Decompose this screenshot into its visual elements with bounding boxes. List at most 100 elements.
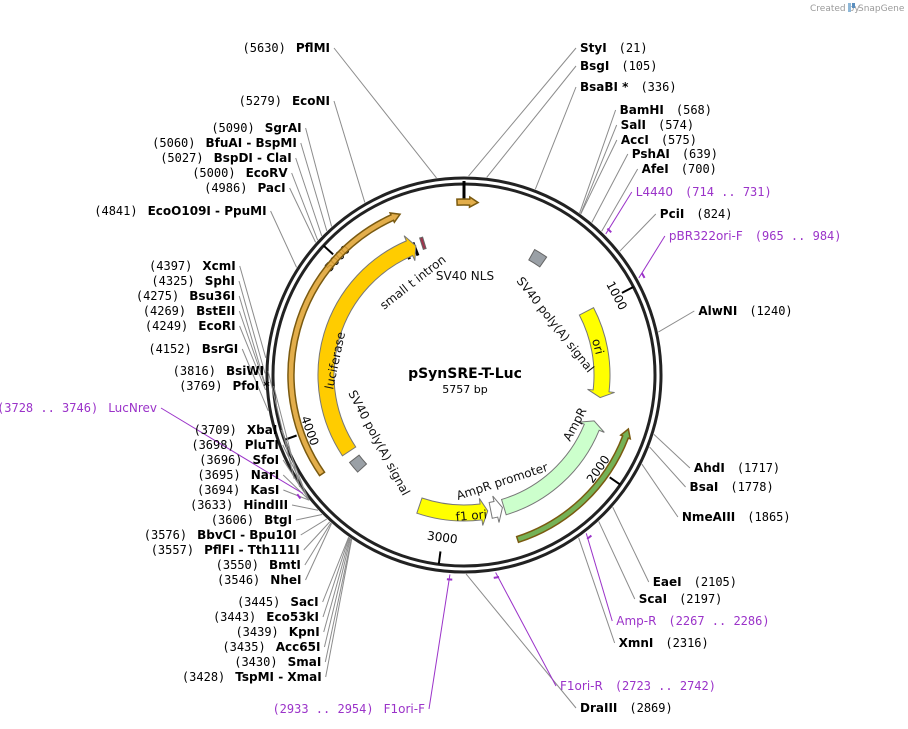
site-pflfi-tth111i[interactable]: PflFI - Tth111I(3557): [151, 543, 300, 557]
site-bsu36i[interactable]: Bsu36I(4275): [136, 289, 235, 303]
sv40-polya-bottom-label: SV40 poly(A) signal: [345, 388, 412, 498]
site-bsteii[interactable]: BstEII(4269): [143, 304, 236, 318]
leader-line: [300, 142, 328, 231]
site-nhei[interactable]: NheI(3546): [217, 573, 302, 587]
leader-line: [282, 444, 310, 500]
site-name: SphI: [205, 274, 235, 288]
leader-line: [239, 265, 267, 358]
site-ecori[interactable]: EcoRI(4249): [145, 319, 236, 333]
leader-line: [333, 100, 366, 203]
site-bamhi[interactable]: BamHI(568): [620, 103, 712, 117]
site-pcii[interactable]: PciI(824): [660, 207, 733, 221]
site-name: AlwNI: [698, 304, 737, 318]
primer-binding-mark: [586, 534, 593, 540]
site-afei[interactable]: AfeI(700): [642, 162, 717, 176]
site-ahdi[interactable]: AhdI(1717): [694, 461, 780, 475]
site-name: SgrAI: [265, 121, 302, 135]
site-sgrai[interactable]: SgrAI (5090): [211, 121, 301, 135]
site-position: (3550): [216, 558, 259, 572]
leader-line: [580, 124, 618, 214]
site-position: (5027): [160, 151, 203, 165]
leader-line: [282, 474, 310, 501]
site-kpni[interactable]: KpnI(3439): [235, 625, 319, 639]
site-bsiwi[interactable]: BsiWI(3816): [173, 364, 264, 378]
site-tspmi-xmai[interactable]: TspMI - XmaI(3428): [182, 670, 322, 684]
leader-line: [305, 127, 333, 227]
site-pfoi[interactable]: PfoI *(3769): [179, 379, 270, 393]
site-eaei[interactable]: EaeI(2105): [653, 575, 737, 589]
site-xcmi[interactable]: XcmI(4397): [149, 259, 236, 273]
site-bbvci-bpu10i[interactable]: BbvCI - Bpu10I(3576): [144, 528, 297, 542]
site-name: EcoRV: [246, 166, 289, 180]
site-scai[interactable]: ScaI(2197): [639, 592, 723, 606]
leader-line: [323, 537, 351, 633]
plasmid-size: 5757 bp: [442, 383, 487, 396]
site-saci[interactable]: SacI(3445): [237, 595, 319, 609]
site-position: (3445): [237, 595, 280, 609]
site-draiii[interactable]: DraIII(2869): [580, 701, 673, 715]
leader-line: [638, 235, 666, 279]
site-pflmi[interactable]: PflMI(5630): [243, 41, 330, 55]
site-hindiii[interactable]: HindIII(3633): [190, 498, 288, 512]
site-smai[interactable]: SmaI(3430): [234, 655, 321, 669]
primer-f1ori-r[interactable]: F1ori-R(2723 .. 2742): [560, 679, 716, 693]
site-name: AfeI: [642, 162, 669, 176]
site-name: XbaI: [247, 423, 277, 437]
ori-feature: [578, 306, 615, 399]
site-ecoo109i-ppumi[interactable]: EcoO109I - PpuMI(4841): [94, 204, 266, 218]
site-acc65i[interactable]: Acc65I(3435): [222, 640, 320, 654]
site-bsai[interactable]: BsaI(1778): [690, 480, 774, 494]
site-name: EcoRI: [198, 319, 235, 333]
site-bsgi[interactable]: BsgI(105): [580, 59, 657, 73]
site-nari[interactable]: NarI(3695): [197, 468, 279, 482]
snapgene-logo-icon: [848, 3, 855, 12]
site-name: BsgI: [580, 59, 609, 73]
site-eco53ki[interactable]: Eco53kI(3443): [213, 610, 319, 624]
site-alwni[interactable]: AlwNI(1240): [698, 304, 792, 318]
primer-pbr322ori-f[interactable]: pBR322ori-F(965 .. 984): [669, 229, 842, 243]
site-kasi[interactable]: KasI(3694): [197, 483, 279, 497]
snapgene-credit: Created by SnapGene: [810, 3, 905, 14]
site-bsrgi[interactable]: BsrGI(4152): [148, 342, 238, 356]
site-xbai[interactable]: XbaI(3709): [194, 423, 278, 437]
leader-line: [303, 521, 331, 551]
site-position: (3698): [191, 438, 234, 452]
site-position: (5090): [211, 121, 254, 135]
site-xmni[interactable]: XmnI(2316): [619, 636, 709, 650]
leader-line: [270, 210, 298, 268]
site-btgi[interactable]: BtgI(3606): [211, 513, 292, 527]
leader-line: [322, 536, 350, 603]
site-bspdi-clai[interactable]: BspDI - ClaI(5027): [160, 151, 291, 165]
primer-amp-r[interactable]: Amp-R(2267 .. 2286): [616, 614, 769, 628]
site-sphi[interactable]: SphI(4325): [151, 274, 235, 288]
site-name: F1ori-R: [560, 679, 603, 693]
site-name: SfoI: [253, 453, 280, 467]
site-sali[interactable]: SalI(574): [621, 118, 694, 132]
site-name: PacI: [257, 181, 285, 195]
site-pshai[interactable]: PshAI(639): [632, 147, 718, 161]
site-position: (4841): [94, 204, 137, 218]
site-bmti[interactable]: BmtI(3550): [216, 558, 301, 572]
tick-mark: [284, 434, 297, 441]
leader-line: [322, 537, 350, 618]
primer-f1ori-f[interactable]: F1ori-F(2933 .. 2954): [272, 702, 425, 716]
site-sfoi[interactable]: SfoI(3696): [199, 453, 279, 467]
sv40-poly-a-signal-feature: [348, 454, 368, 473]
site-bfuai-bspmi[interactable]: BfuAI - BspMI(5060): [152, 136, 297, 150]
site-position: (5000): [192, 166, 235, 180]
site-bsabi[interactable]: BsaBI *(336): [580, 80, 677, 94]
site-ecorv[interactable]: EcoRV (5000): [192, 166, 288, 180]
primer-binding-mark: [606, 227, 612, 234]
primer-l4440[interactable]: L4440(714 .. 731): [636, 185, 772, 199]
site-econi[interactable]: EcoNI(5279): [239, 94, 330, 108]
site-acci[interactable]: AccI(575): [621, 133, 697, 147]
site-paci[interactable]: PacI(4986): [204, 181, 286, 195]
site-name: BstEII: [196, 304, 235, 318]
site-name: BtgI: [264, 513, 292, 527]
site-styi[interactable]: StyI(21): [580, 41, 648, 55]
site-pluti[interactable]: PluTI(3698): [191, 438, 278, 452]
tick-label: 1000: [603, 279, 630, 313]
site-nmeaiii[interactable]: NmeAIII(1865): [682, 510, 791, 524]
primer-lucnrev[interactable]: LucNrev(3728 .. 3746): [0, 401, 157, 415]
site-name: BbvCI - Bpu10I: [197, 528, 297, 542]
